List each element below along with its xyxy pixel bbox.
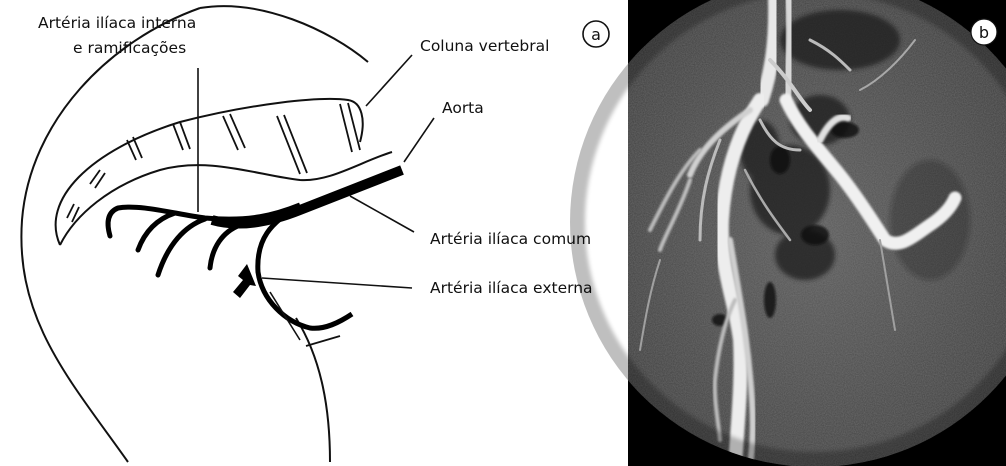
label-common-iliac: Artéria ilíaca comum bbox=[430, 230, 591, 248]
external-iliac-vessel bbox=[258, 206, 352, 328]
label-spine: Coluna vertebral bbox=[420, 37, 549, 55]
panel-b: b bbox=[570, 0, 1006, 466]
aorta-vessel bbox=[212, 170, 402, 224]
panel-b-letter: b bbox=[979, 23, 989, 42]
label-internal-iliac: Artéria ilíaca interna bbox=[38, 14, 196, 32]
label-aorta: Aorta bbox=[442, 99, 484, 117]
label-external-iliac: Artéria ilíaca externa bbox=[430, 279, 593, 297]
body-outline-top bbox=[200, 6, 368, 62]
arrow-icon bbox=[233, 264, 256, 298]
label-internal-iliac-line2: e ramificações bbox=[73, 39, 186, 57]
panel-a: Artéria ilíaca interna e ramificações Co… bbox=[21, 6, 609, 462]
panel-a-letter: a bbox=[591, 25, 601, 44]
